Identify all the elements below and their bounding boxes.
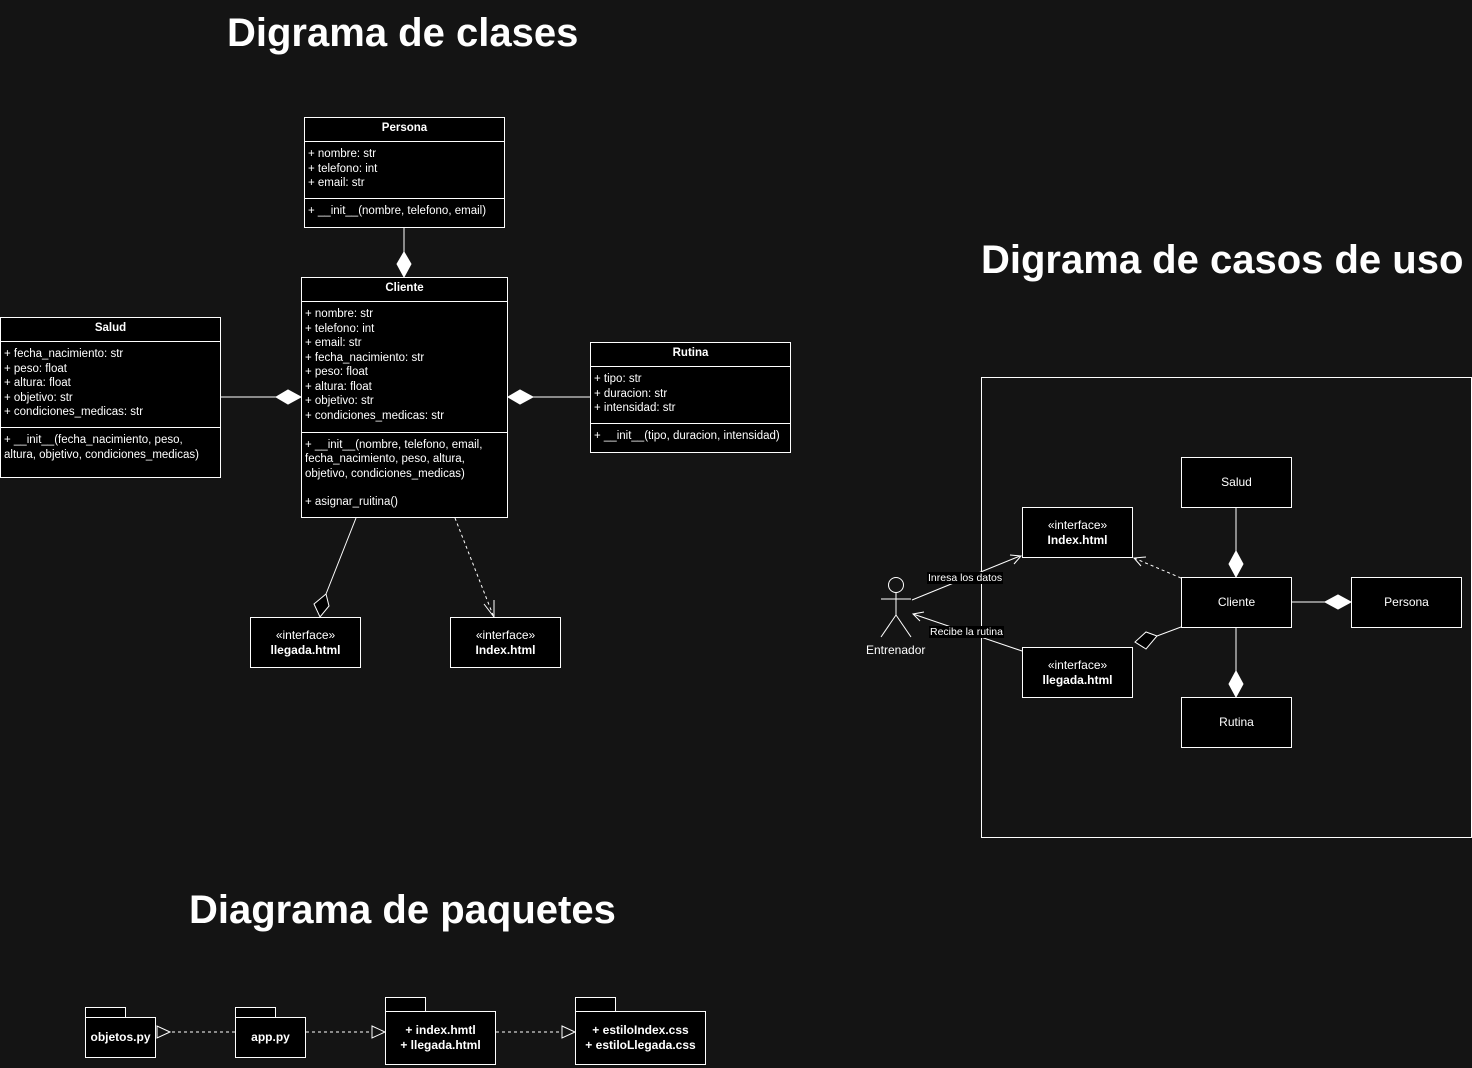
text-line: + email: str [305, 337, 362, 349]
text-line: + __init__(nombre, telefono, email) [308, 205, 487, 217]
text-line: objetos.py [90, 1030, 151, 1044]
text-line: + tipo: str [594, 373, 642, 385]
text-line: + fecha_nacimiento: str [4, 348, 124, 360]
package-app[interactable]: app.py [235, 1007, 306, 1058]
text-line: + llegada.html [400, 1038, 481, 1052]
arrowhead [1009, 554, 1023, 565]
package-body: app.py [235, 1017, 306, 1058]
text-line: + nombre: str [305, 308, 374, 320]
text-line: + asignar_ruitina() [305, 496, 399, 509]
interface-index[interactable]: «interface» Index.html [450, 617, 561, 668]
actor-stick-figure [880, 577, 912, 638]
aggregation-diamond [1134, 631, 1158, 650]
text-line: + duracion: str [594, 387, 668, 400]
package-tab [575, 997, 616, 1012]
text-line: + __init__(fecha_nacimiento, peso, altur… [4, 434, 199, 461]
text-line: + peso: float [4, 362, 67, 375]
text-line: + telefono: int [308, 162, 378, 175]
stereotype: «interface» [475, 627, 536, 642]
dependency-arrowhead [156, 1025, 172, 1039]
stereotype: «interface» [275, 627, 336, 642]
use-case-diagram-title: Digrama de casos de uso [981, 238, 1464, 282]
uc-persona[interactable]: Persona [1351, 577, 1462, 628]
uc-cliente[interactable]: Cliente [1181, 577, 1292, 628]
methods-section: + __init__(fecha_nacimiento, peso, altur… [1, 428, 220, 466]
text-line: app.py [251, 1030, 290, 1044]
composition-diamond [396, 251, 412, 279]
interface-llegada[interactable]: «interface» llegada.html [250, 617, 361, 668]
interface-name: llegada.html [1042, 672, 1113, 687]
class-persona[interactable]: Persona + nombre: str + telefono: int + em… [304, 117, 505, 228]
class-name: Persona [305, 118, 504, 142]
edge-label-recibe: Recibe la rutina [929, 626, 1004, 638]
text-line: + estiloIndex.css [592, 1023, 689, 1037]
package-html[interactable]: + index.hmtl+ llegada.html [385, 997, 496, 1068]
text-line: + condiciones_medicas: str [4, 406, 144, 418]
attributes-section: + nombre: str + telefono: int + email: str [305, 142, 504, 199]
attributes-section: + nombre: str + telefono: int + email: str… [302, 302, 507, 433]
dependency-arrowhead [561, 1025, 577, 1039]
interface-name: Index.html [475, 642, 536, 657]
text-line [305, 481, 504, 495]
attributes-section: + fecha_nacimiento: str + peso: float + al… [1, 342, 220, 428]
text-line: + peso: float [305, 366, 368, 378]
aggregation-diamond [313, 593, 330, 618]
package-tab [385, 997, 426, 1012]
uc-interface-llegada[interactable]: «interface» llegada.html [1022, 647, 1133, 698]
text-line: + email: str [308, 177, 365, 189]
dependency-arrowhead [483, 600, 495, 619]
uc-salud[interactable]: Salud [1181, 457, 1292, 508]
dependency-arrowhead [371, 1025, 387, 1039]
cliente-index-dependency-uc [1133, 557, 1182, 579]
cliente-llegada-line [325, 517, 357, 595]
composition-diamond [275, 389, 303, 405]
package-objetos[interactable]: objetos.py [85, 1007, 156, 1058]
text-line: + nombre: str [308, 148, 377, 160]
text-line: + objetivo: str [4, 391, 73, 404]
cliente-llegada-line-uc [1156, 626, 1182, 637]
interface-name: llegada.html [270, 642, 341, 657]
class-salud[interactable]: Salud + fecha_nacimiento: str + peso: flo… [0, 317, 221, 478]
actor-label: Entrenador [866, 643, 926, 657]
uc-rutina[interactable]: Rutina [1181, 697, 1292, 748]
stereotype: «interface» [1047, 517, 1108, 532]
attributes-section: + tipo: str + duracion: str + intensidad: … [591, 367, 790, 424]
dependency-arrowhead [1132, 556, 1147, 567]
text-line: + condiciones_medicas: str [305, 409, 445, 422]
arrowhead [911, 611, 925, 622]
package-body: objetos.py [85, 1017, 156, 1058]
class-name: Salud [1, 318, 220, 342]
methods-section: + __init__(tipo, duracion, intensidad) [591, 424, 790, 448]
text-line: + telefono: int [305, 322, 375, 335]
text-line: + objetivo: str [305, 395, 374, 407]
text-line: + __init__(nombre, telefono, email, fech… [305, 439, 486, 480]
interface-name: Index.html [1047, 532, 1108, 547]
uc-interface-index[interactable]: «interface» Index.html [1022, 507, 1133, 558]
text-line: + __init__(tipo, duracion, intensidad) [594, 430, 780, 442]
package-css[interactable]: + estiloIndex.css+ estiloLlegada.css [575, 997, 706, 1068]
composition-diamond [507, 389, 535, 405]
class-name: Cliente [302, 278, 507, 302]
methods-section: + __init__(nombre, telefono, email) [305, 199, 504, 223]
class-name: Rutina [591, 343, 790, 367]
text-line: + index.hmtl [405, 1023, 476, 1037]
package-body: + index.hmtl+ llegada.html [385, 1011, 496, 1065]
edge-label-inresa: Inresa los datos [927, 572, 1004, 584]
text-line: + intensidad: str [594, 402, 676, 414]
text-line: + fecha_nacimiento: str [305, 351, 425, 364]
text-line: + altura: float [305, 380, 372, 393]
text-line: + estiloLlegada.css [585, 1038, 696, 1052]
class-diagram-title: Digrama de clases [227, 11, 579, 55]
package-body: + estiloIndex.css+ estiloLlegada.css [575, 1011, 706, 1065]
cliente-index-dependency [454, 517, 494, 616]
text-line: + altura: float [4, 377, 71, 389]
methods-section: + __init__(nombre, telefono, email, fech… [302, 433, 507, 513]
stereotype: «interface» [1047, 657, 1108, 672]
class-rutina[interactable]: Rutina + tipo: str + duracion: str + inten… [590, 342, 791, 453]
package-diagram-title: Diagrama de paquetes [189, 888, 616, 932]
class-cliente[interactable]: Cliente + nombre: str + telefono: int + em… [301, 277, 508, 518]
